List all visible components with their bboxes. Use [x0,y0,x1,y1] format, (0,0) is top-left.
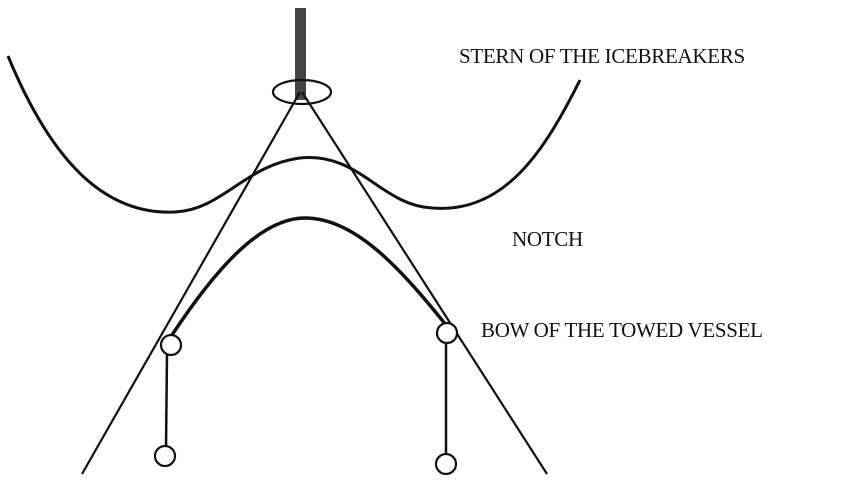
left-tow-line [81,91,301,475]
right-tow-line [301,91,548,475]
notch-label: NOTCH [512,227,583,251]
stern-mast [295,8,306,100]
bow-label: BOW OF THE TOWED VESSEL [481,318,763,342]
stern-label: STERN OF THE ICEBREAKERS [459,44,745,68]
right-bow-fitting [435,321,459,345]
left-bow-fitting [159,333,183,357]
towed-vessel-bow-curve [170,216,448,336]
icebreaker-stern-curve [6,55,582,214]
right-lower-weight [434,452,458,476]
stern-notch-ring [271,78,333,106]
left-hanger-line [164,354,169,448]
left-lower-weight [153,444,177,468]
